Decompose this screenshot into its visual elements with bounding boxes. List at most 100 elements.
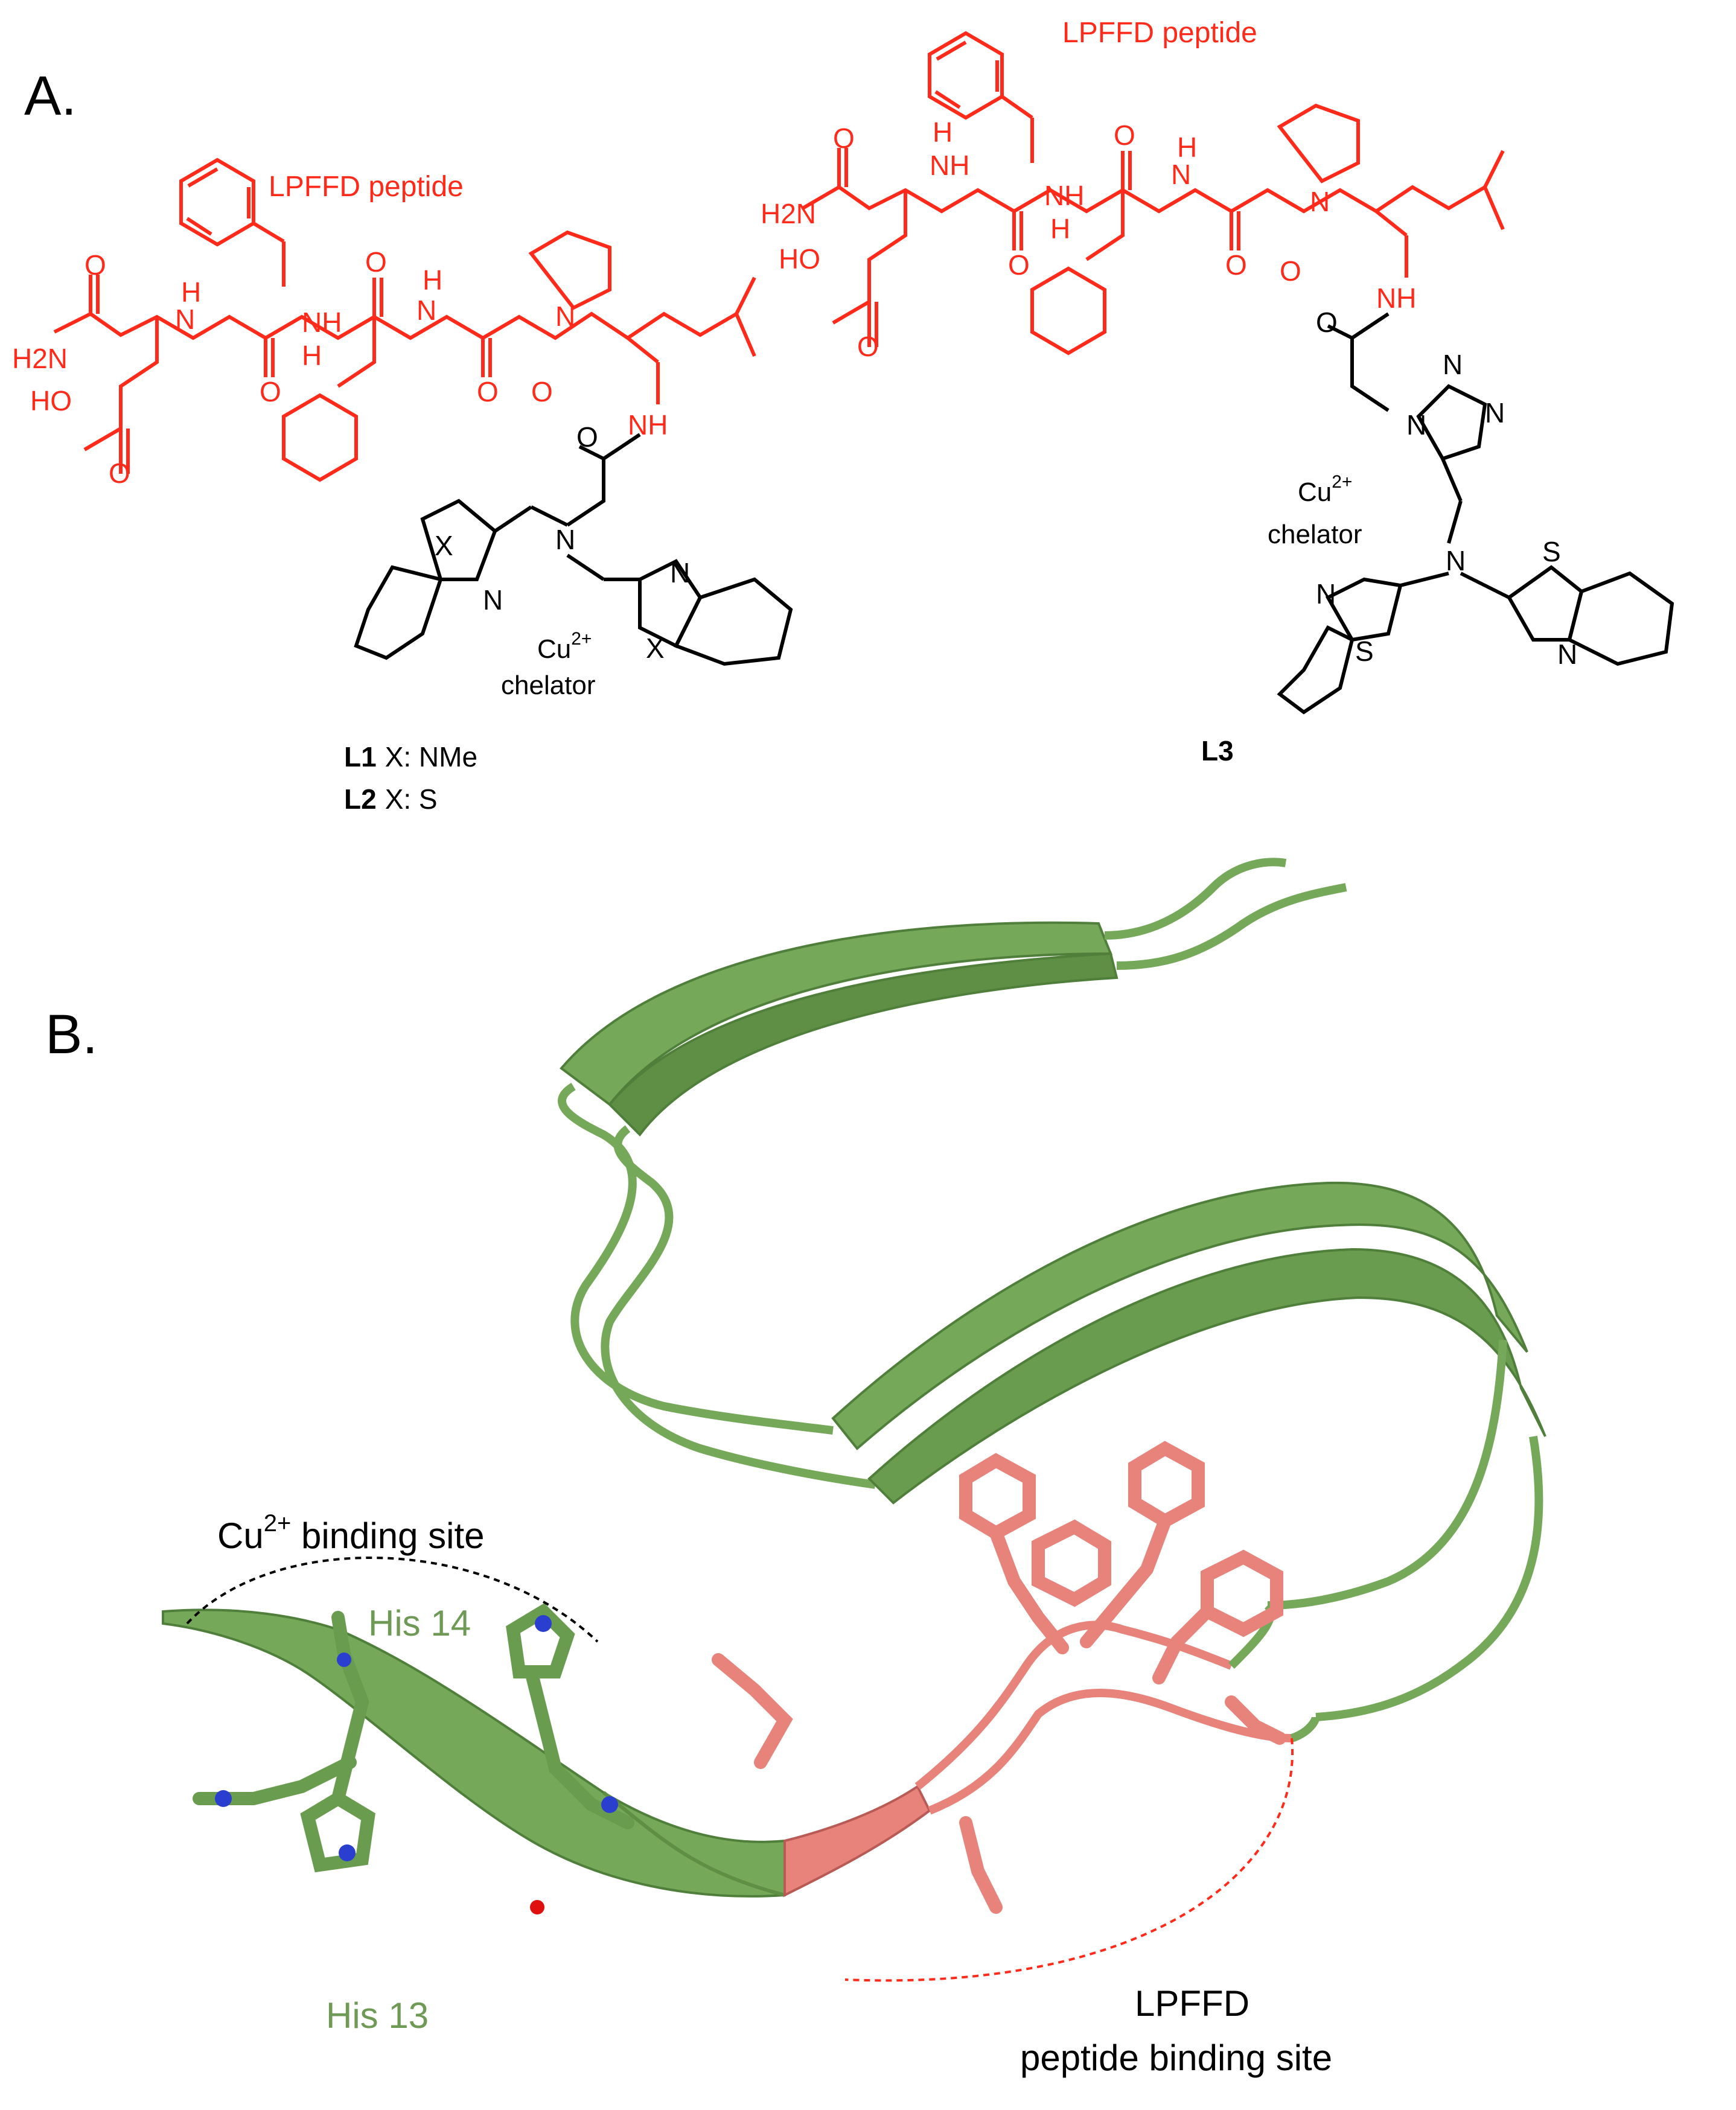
atom-o-right-4: O bbox=[1114, 120, 1135, 151]
atom-nh-left-5: NH bbox=[628, 409, 668, 441]
atom-ho-right: HO bbox=[779, 243, 820, 275]
atom-s-thiazole-left: S bbox=[1355, 636, 1374, 667]
side-chain-stick-3 bbox=[1152, 1605, 1214, 1684]
benzo-ring-right bbox=[1567, 571, 1674, 666]
atom-nh-left-1: N bbox=[175, 304, 195, 335]
atom-o-left-1: O bbox=[85, 249, 106, 281]
atom-accents bbox=[215, 1615, 618, 1914]
nitrogen-atom-4 bbox=[601, 1796, 618, 1813]
atom-nh-right-1: NH bbox=[930, 150, 969, 181]
benzene-ring-left bbox=[354, 565, 443, 660]
atom-n-triazole-2: N bbox=[1443, 349, 1463, 380]
atom-o-chelator-right: O bbox=[1316, 307, 1338, 338]
triazole-ring bbox=[1416, 384, 1487, 461]
phenyl-stick-3 bbox=[1201, 1549, 1283, 1637]
atom-h2n-right: H2N bbox=[761, 198, 816, 229]
chelator-left-text: chelator bbox=[501, 671, 596, 700]
his13-label: His 13 bbox=[326, 1995, 429, 2036]
atom-nh-left-2: NH bbox=[302, 307, 342, 338]
left-peptide-structure bbox=[53, 158, 756, 482]
atom-n-chelator-left: N bbox=[483, 584, 503, 616]
pyrrolidine-ring-left bbox=[528, 230, 611, 310]
nitrogen-atom-2 bbox=[339, 1844, 356, 1861]
atom-o-right-2: O bbox=[857, 331, 879, 362]
panel-a-label: A. bbox=[24, 65, 77, 127]
beta-edge-bottom bbox=[602, 1791, 785, 1897]
lpffd-site-label-line2: peptide binding site bbox=[1020, 2038, 1332, 2078]
peptide-green-link-2 bbox=[1290, 1716, 1320, 1742]
loop-right-2 bbox=[1315, 1435, 1543, 1721]
right-peptide-label: LPFFD peptide bbox=[1062, 17, 1257, 49]
chelator-right-cu: Cu2+ bbox=[1298, 472, 1352, 507]
atom-n-triazole-1: N bbox=[1406, 409, 1426, 441]
peptide-backbone-2 bbox=[928, 1689, 1292, 1815]
terminal-stick bbox=[1225, 1695, 1286, 1745]
his14-stick bbox=[525, 1665, 634, 1829]
atom-o-left-3: O bbox=[260, 376, 281, 407]
beta-strand-mid-2 bbox=[867, 1248, 1546, 1505]
atom-n-right-3: N bbox=[1171, 159, 1191, 190]
peptide-backbone-1 bbox=[914, 1621, 1233, 1790]
atom-o-left-5: O bbox=[477, 376, 499, 407]
chelator-left-cu: Cu2+ bbox=[537, 629, 592, 664]
beta-strand-bottom bbox=[162, 1608, 786, 1898]
atom-n-right-4: N bbox=[1310, 186, 1330, 217]
atom-n-chelator-right: N bbox=[670, 557, 690, 588]
lpffd-binding-site-arc bbox=[844, 1738, 1294, 1982]
atom-o-right-5: O bbox=[1225, 249, 1247, 281]
atom-x-right: X bbox=[646, 633, 665, 664]
phenyl-ring-top-left bbox=[179, 158, 255, 247]
nitrogen-atom-5 bbox=[337, 1653, 351, 1667]
atom-h-left-2: H bbox=[302, 340, 322, 371]
phenyl-ring-top-right bbox=[928, 31, 1004, 120]
atom-h-left-3: H bbox=[423, 264, 442, 296]
loop-mid-2 bbox=[601, 1125, 876, 1489]
protein-ribbon bbox=[162, 858, 1546, 1898]
side-chain-stick-1 bbox=[1080, 1514, 1172, 1648]
atom-nh-right-2: NH bbox=[1044, 180, 1084, 211]
left-peptide-label: LPFFD peptide bbox=[269, 171, 464, 203]
cu-binding-site-label: Cu2+ binding site bbox=[217, 1510, 485, 1556]
benzene-ring-right bbox=[673, 577, 793, 666]
atom-n-left-4: N bbox=[555, 301, 575, 332]
phenyl-stick-1 bbox=[1128, 1441, 1205, 1529]
atom-o-left-6: O bbox=[531, 376, 553, 407]
atom-x-left: X bbox=[435, 530, 453, 561]
his13-imidazole bbox=[300, 1791, 375, 1873]
peptide-side-chains bbox=[712, 1441, 1286, 1914]
atom-n-thiazole-right: N bbox=[1557, 639, 1577, 670]
nitrogen-atom-3 bbox=[535, 1615, 552, 1632]
atom-ho-left: HO bbox=[30, 385, 72, 416]
atom-h-right-2: H bbox=[1050, 213, 1070, 244]
right-chelator-structure bbox=[1277, 312, 1674, 715]
phenyl-ring-bottom-left bbox=[282, 393, 358, 482]
atom-h-right-3: H bbox=[1177, 132, 1197, 163]
atom-o-chelator-left: O bbox=[576, 421, 598, 453]
loop-mid-1 bbox=[558, 1083, 834, 1435]
atom-o-left-4: O bbox=[365, 246, 387, 278]
loop-top-1 bbox=[1104, 858, 1287, 940]
atom-n-chelator-right-center: N bbox=[1446, 545, 1466, 576]
right-peptide-structure bbox=[802, 31, 1505, 355]
atom-o-right-1: O bbox=[833, 123, 855, 154]
atom-o-right-3: O bbox=[1008, 249, 1030, 281]
loop-right-1 bbox=[1267, 1339, 1507, 1610]
left-chelator-structure bbox=[354, 433, 793, 666]
atom-o-right-6: O bbox=[1280, 255, 1301, 287]
atom-o-left-2: O bbox=[109, 457, 130, 489]
his14-label: His 14 bbox=[368, 1603, 471, 1643]
atom-nh-right-5: NH bbox=[1376, 282, 1416, 314]
atom-n-triazole-3: N bbox=[1485, 397, 1505, 429]
benzo-ring-left bbox=[1277, 625, 1355, 715]
beta-strand-mid-1 bbox=[831, 1181, 1528, 1450]
oxygen-atom-1 bbox=[530, 1900, 544, 1914]
atom-s-thiazole-right: S bbox=[1542, 536, 1561, 567]
atom-h-left-1: H bbox=[181, 276, 201, 308]
his14-imidazole bbox=[506, 1603, 575, 1678]
loop-top-2 bbox=[1116, 883, 1347, 970]
thiazole-ring-left bbox=[1325, 577, 1403, 642]
atom-h-right-1: H bbox=[933, 116, 953, 148]
